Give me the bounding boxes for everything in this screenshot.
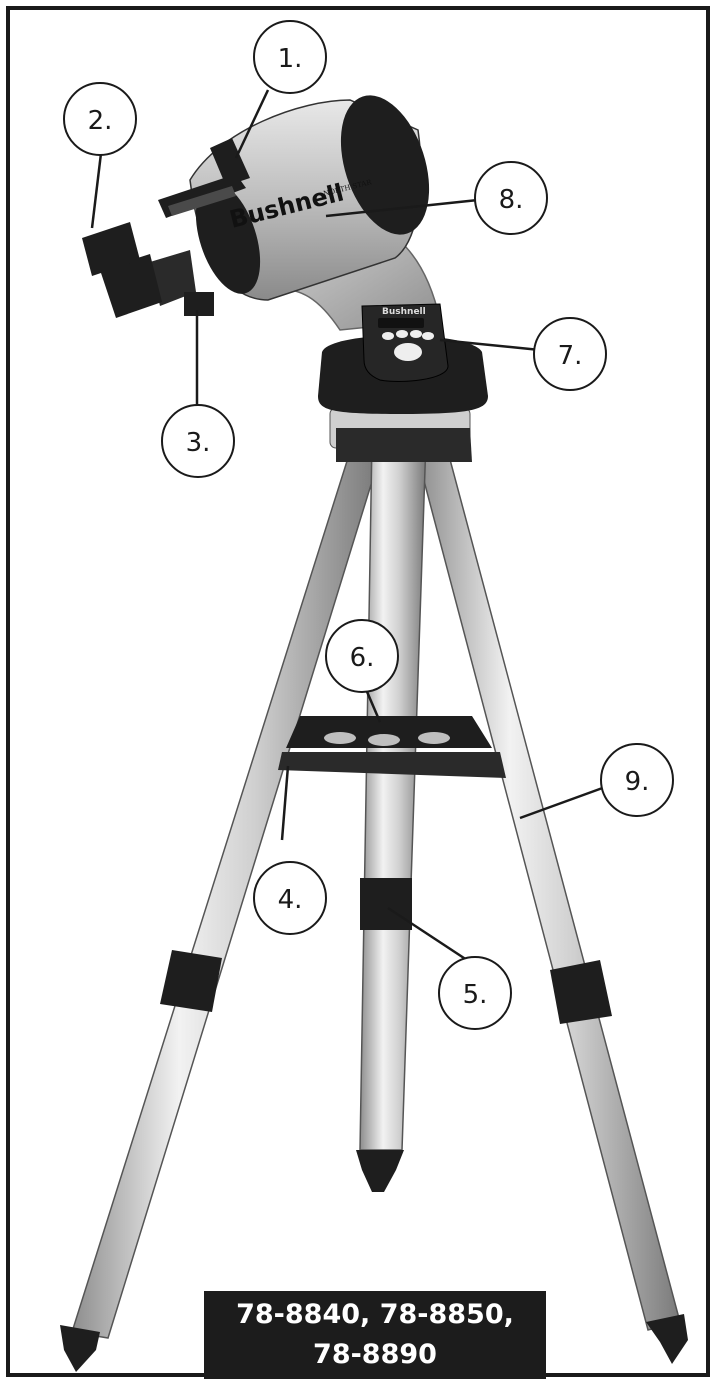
tripod-head xyxy=(329,407,472,462)
svg-text:4.: 4. xyxy=(278,885,303,915)
foot-center xyxy=(356,1150,404,1192)
callout-7: 7. xyxy=(533,317,607,391)
accessory-tray xyxy=(278,716,506,778)
leg-clamp-right xyxy=(550,960,612,1024)
svg-text:1.: 1. xyxy=(278,44,303,74)
callout-4: 4. xyxy=(253,861,327,935)
tripod-leg-right xyxy=(417,451,681,1331)
model-numbers-box: 78-8840, 78-8850, 78-8890 xyxy=(204,1291,546,1379)
callout-3: 3. xyxy=(161,404,235,478)
callout-1: 1. xyxy=(253,20,327,94)
model-numbers-line-2: 78-8890 xyxy=(313,1339,437,1370)
callouts: 1. 2. 3. 4. 5. 6. 7. 8. xyxy=(63,20,674,1030)
leg-clamp-left xyxy=(160,950,222,1012)
model-numbers-line-1: 78-8840, 78-8850, xyxy=(236,1299,514,1330)
finder-scope xyxy=(158,138,250,218)
callout-5: 5. xyxy=(438,956,512,1030)
svg-text:9.: 9. xyxy=(625,767,650,797)
callout-2: 2. xyxy=(63,82,137,156)
foot-left xyxy=(60,1325,100,1372)
leader-lines xyxy=(90,89,609,964)
tripod-leg-center xyxy=(359,439,427,1151)
handset-controller: Bushnell xyxy=(361,303,449,382)
svg-text:3.: 3. xyxy=(186,428,211,458)
callout-9: 9. xyxy=(600,743,674,817)
tripod-leg-left xyxy=(71,457,379,1339)
callout-6: 6. xyxy=(325,619,399,693)
optical-tube: Bushnell NORTH STAR xyxy=(189,95,430,301)
svg-text:2.: 2. xyxy=(88,106,113,136)
eyepiece-assembly xyxy=(82,222,214,318)
svg-text:6.: 6. xyxy=(350,643,375,673)
svg-text:8.: 8. xyxy=(499,185,524,215)
svg-text:7.: 7. xyxy=(558,341,583,371)
leg-clamp-center xyxy=(360,878,412,930)
foot-right xyxy=(646,1314,688,1364)
callout-8: 8. xyxy=(474,161,548,235)
tripod-legs xyxy=(60,439,688,1372)
svg-text:5.: 5. xyxy=(463,980,488,1010)
handset-logo: Bushnell xyxy=(382,307,426,317)
